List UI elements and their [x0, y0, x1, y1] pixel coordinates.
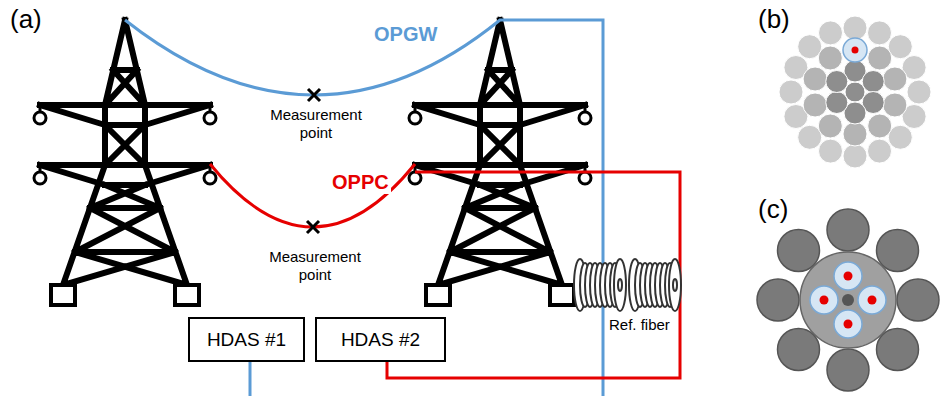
part-label: Ref. fiber	[607, 316, 672, 334]
fiber-spool	[574, 259, 626, 311]
oppc-cable	[210, 164, 415, 227]
cable-name: OPPC	[330, 170, 391, 194]
panel-label: (c)	[756, 194, 790, 225]
device-box: HDAS #2	[315, 317, 446, 362]
cable-name: OPGW	[372, 22, 439, 46]
opgw-cable	[125, 20, 603, 396]
oppc-cross-section	[757, 209, 939, 391]
device-name: HDAS #2	[341, 329, 420, 351]
fiber-spool	[629, 259, 681, 311]
panel-label: (b)	[756, 4, 792, 35]
measurement-label: Measurement point	[252, 248, 378, 284]
opgw-cross-section	[779, 16, 931, 168]
measurement-mark	[307, 221, 319, 233]
measurement-mark	[308, 89, 320, 101]
measurement-label: Measurement point	[253, 106, 379, 142]
fiber-lead	[249, 362, 252, 396]
device-box: HDAS #1	[188, 317, 305, 362]
panel-label: (a)	[8, 4, 44, 35]
device-name: HDAS #1	[207, 329, 286, 351]
